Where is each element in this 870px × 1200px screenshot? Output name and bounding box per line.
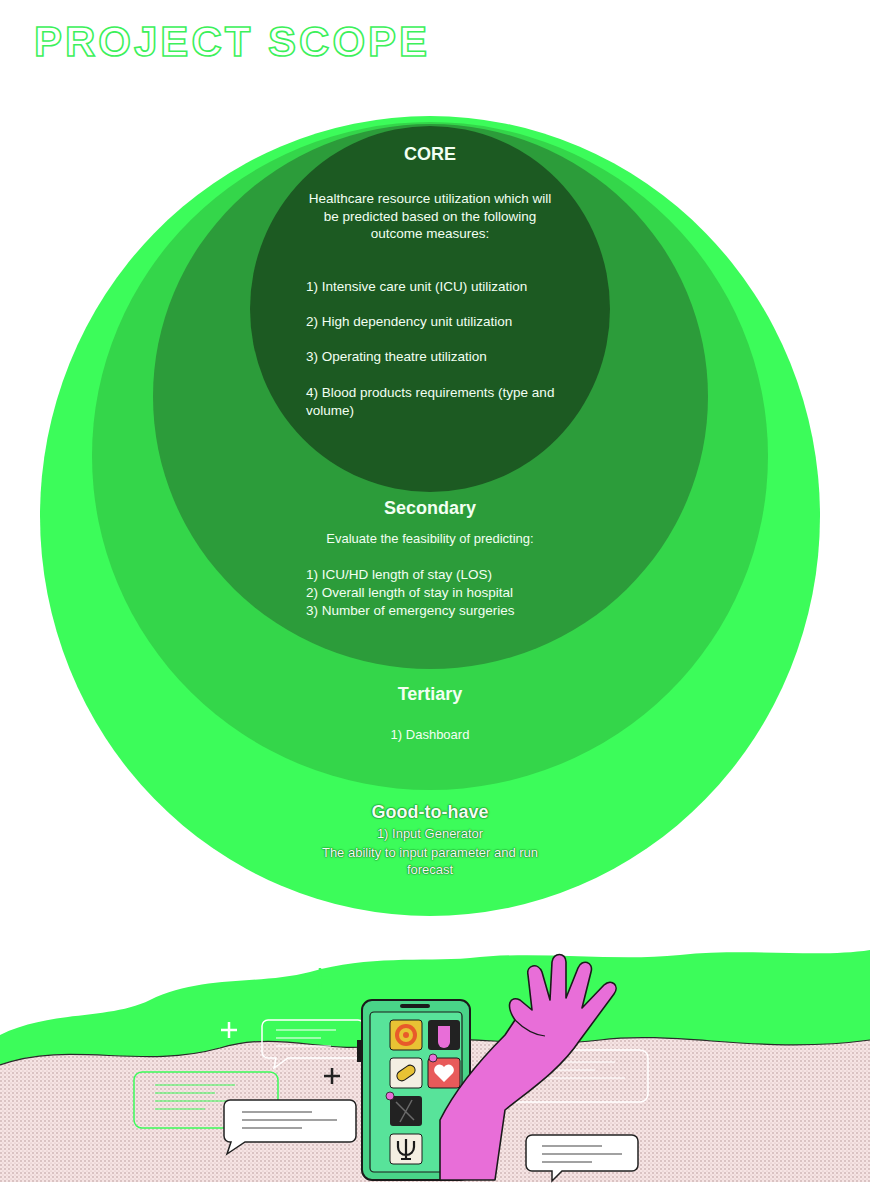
- phone-part: [434, 1065, 454, 1082]
- circle-heading: Secondary: [330, 497, 530, 520]
- circle-text: 3) Number of emergency surgeries: [306, 602, 596, 620]
- circle-text: 4) Blood products requirements (type and…: [306, 384, 568, 419]
- speech-bubbles-part: [224, 1100, 356, 1154]
- plus-signs: [221, 968, 340, 1084]
- phone-part: [428, 1020, 460, 1050]
- phone-part: [400, 1004, 430, 1008]
- hand: [440, 955, 616, 1181]
- speech-bubbles-part: [542, 1146, 622, 1162]
- circle-text: 3) Operating theatre utilization: [306, 348, 596, 366]
- phone-part: [438, 1026, 450, 1048]
- speech-bubbles-part: [276, 1030, 336, 1046]
- phone-part: [357, 1040, 362, 1062]
- circle-text: 1) ICU/HD length of stay (LOS): [306, 566, 596, 584]
- phone-part: [428, 1058, 460, 1088]
- speech-bubbles-part: [526, 1135, 638, 1181]
- circle-text: 1) Dashboard: [330, 727, 530, 744]
- core-circle: CORE Healthcare resource utilization whic…: [250, 126, 610, 492]
- circle-text: 1) Input Generator: [320, 826, 540, 843]
- circle-fill: [250, 126, 610, 492]
- phone-part: [395, 1063, 417, 1083]
- phone-part: [390, 1058, 422, 1088]
- circle-heading: Tertiary: [330, 683, 530, 706]
- circle-text: Evaluate the feasibility of predicting:: [285, 531, 575, 548]
- circle-heading: Good-to-have: [330, 801, 530, 824]
- phone-part: [390, 1134, 422, 1164]
- circle-text: Healthcare resource utilization which wi…: [305, 190, 555, 243]
- phone-part: [386, 1092, 394, 1100]
- good-to-have-circle: CORE Healthcare resource utilization whic…: [40, 116, 820, 916]
- circle-fill: [153, 124, 708, 669]
- circle-heading: CORE: [330, 143, 530, 166]
- hand-part: [440, 955, 616, 1181]
- secondary-circle: CORE Healthcare resource utilization whic…: [153, 124, 708, 669]
- phone-part: [390, 1096, 422, 1126]
- phone-part: [395, 1024, 417, 1046]
- circle-text: 1) Intensive care unit (ICU) utilization: [306, 278, 596, 296]
- phone-part: [396, 1100, 414, 1122]
- hand-part: [515, 1020, 545, 1036]
- phone-part: [399, 1028, 413, 1042]
- speech-bubbles-part: [262, 1020, 364, 1068]
- tertiary-circle: CORE Healthcare resource utilization whic…: [92, 122, 768, 790]
- phone-part: [403, 1032, 409, 1038]
- phone-part: [390, 1020, 422, 1050]
- plus-signs-part: [310, 968, 330, 988]
- circle-text: 2) Overall length of stay in hospital: [306, 584, 596, 602]
- circle-fill: [40, 116, 820, 916]
- phone-part: [429, 1054, 437, 1062]
- plus-signs-part: [324, 1068, 340, 1084]
- circle-text: The ability to input parameter and run f…: [305, 845, 555, 879]
- speech-bubbles-part: [242, 1112, 337, 1128]
- phone-part: [398, 1139, 414, 1159]
- circle-text: 2) High dependency unit utilization: [306, 313, 596, 331]
- title: PROJECT SCOPE: [34, 18, 430, 66]
- circle-fill: [92, 122, 768, 790]
- circle-outline: [250, 126, 610, 492]
- plus-signs-part: [221, 1022, 237, 1038]
